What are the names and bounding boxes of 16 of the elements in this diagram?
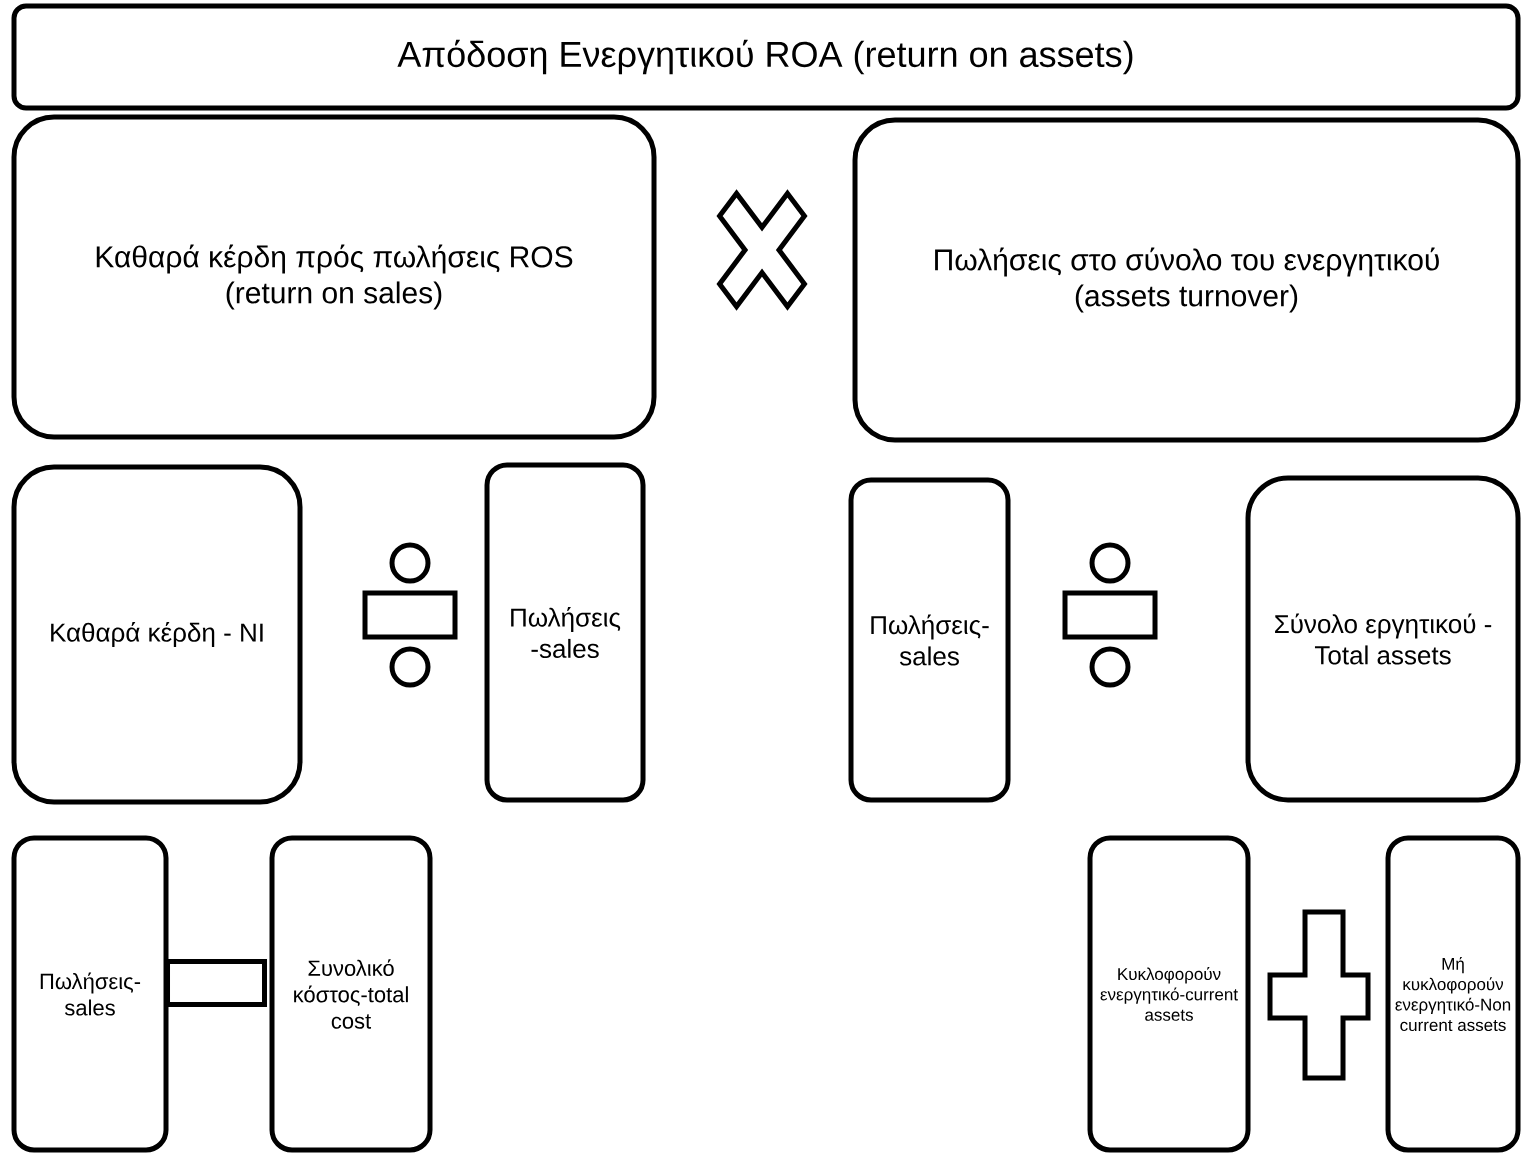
term-box: Καθαρά κέρδη - NI — [11, 464, 303, 805]
term-box: Πωλήσεις στο σύνολο του ενεργητικού (assets turnover) — [852, 117, 1521, 443]
term-box: Μή κυκλοφορούν ενεργητικό-Non current assets — [1385, 835, 1521, 1153]
title-box: Απόδοση Ενεργητικού ROA (return on assets) — [11, 3, 1521, 111]
plus-sign — [1267, 909, 1371, 1081]
divide-sign — [1062, 542, 1158, 688]
term-box: Πωλήσεις -sales — [484, 462, 646, 803]
divide-sign — [362, 542, 458, 688]
multiply-sign — [716, 189, 808, 311]
term-box: Κυκλοφορούν ενεργητικό-current assets — [1087, 835, 1251, 1153]
term-box: Καθαρά κέρδη πρός πωλήσεις ROS (return on sales) — [11, 114, 657, 440]
term-box: Συνολικό κόστος-total cost — [269, 835, 433, 1153]
minus-sign — [165, 959, 267, 1007]
term-box: Πωλήσεις-sales — [848, 477, 1011, 803]
term-box: Πωλήσεις-sales — [11, 835, 169, 1153]
term-box: Σύνολο εργητικού - Total assets — [1245, 475, 1521, 803]
